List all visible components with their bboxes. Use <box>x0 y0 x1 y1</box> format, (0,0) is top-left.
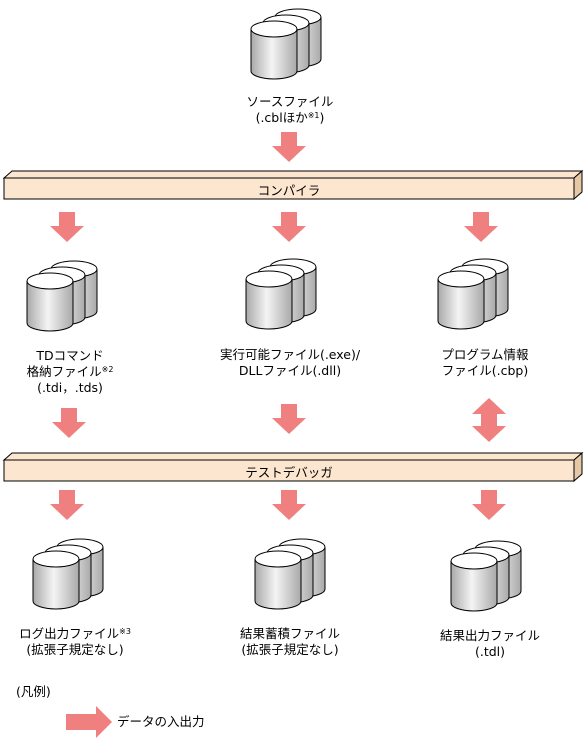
out-line2: (.tdl) <box>474 644 506 659</box>
log-note-mark: ※3 <box>119 627 131 636</box>
tdcmd-line2: 格納ファイル※2 <box>26 364 114 379</box>
compiler-label: コンパイラ <box>257 183 321 198</box>
exe-file-icon <box>246 259 316 329</box>
arrow-compiler-to-prog <box>464 212 498 242</box>
compiler-bar <box>2 169 584 201</box>
tdcmd-note-mark: ※2 <box>101 365 114 374</box>
arrow-exe-to-debugger <box>272 404 306 434</box>
arrow-prog-debugger-both <box>472 398 506 442</box>
store-file-label: 結果蓄積ファイル (拡張子規定なし) <box>210 626 370 658</box>
source-file-icon <box>251 9 321 79</box>
legend-arrow-label: データの入出力 <box>117 714 205 729</box>
debugger-bar <box>2 451 584 483</box>
legend-arrow-icon <box>66 706 112 738</box>
arrow-debugger-to-out <box>472 490 506 520</box>
prog-file-icon <box>438 259 508 329</box>
source-file-name: ソースファイル <box>246 94 334 109</box>
log-file-label: ログ出力ファイル※3 (拡張子規定なし) <box>0 626 150 658</box>
source-note-mark: ※1 <box>307 111 320 120</box>
out-line1: 結果出力ファイル <box>439 628 540 643</box>
arrow-source-to-compiler <box>272 132 306 162</box>
store-line1: 結果蓄積ファイル <box>239 626 340 641</box>
store-file-icon <box>255 539 325 609</box>
source-file-ext: (.cblほか※1) <box>255 110 325 125</box>
out-file-label: 結果出力ファイル (.tdl) <box>410 628 570 660</box>
tdcmd-file-label: TDコマンド 格納ファイル※2 (.tdi，.tds) <box>0 348 140 396</box>
arrow-debugger-to-log <box>50 490 84 520</box>
arrow-debugger-to-store <box>272 490 306 520</box>
exe-line2: DLLファイル(.dll) <box>238 363 342 378</box>
debugger-label: テストデバッガ <box>245 465 333 480</box>
arrow-tdcmd-to-debugger <box>52 408 86 438</box>
exe-line1: 実行可能ファイル(.exe)/ <box>219 347 361 362</box>
prog-file-label: プログラム情報 ファイル(.cbp) <box>400 347 570 379</box>
tdcmd-line1: TDコマンド <box>36 348 104 363</box>
arrow-compiler-to-exe <box>272 212 306 242</box>
log-line2: (拡張子規定なし) <box>26 642 124 657</box>
source-file-label: ソースファイル (.cblほか※1) <box>200 94 380 126</box>
prog-line2: ファイル(.cbp) <box>441 363 529 378</box>
prog-line1: プログラム情報 <box>441 347 529 362</box>
tdcmd-line3: (.tdi，.tds) <box>37 380 103 395</box>
log-line1: ログ出力ファイル※3 <box>19 626 131 641</box>
legend-title: (凡例) <box>16 684 51 699</box>
tdcmd-file-icon <box>27 261 97 331</box>
exe-file-label: 実行可能ファイル(.exe)/ DLLファイル(.dll) <box>190 347 390 379</box>
store-line2: (拡張子規定なし) <box>241 642 339 657</box>
arrow-compiler-to-tdcmd <box>50 212 84 242</box>
out-file-icon <box>451 541 521 611</box>
log-file-icon <box>33 539 103 609</box>
